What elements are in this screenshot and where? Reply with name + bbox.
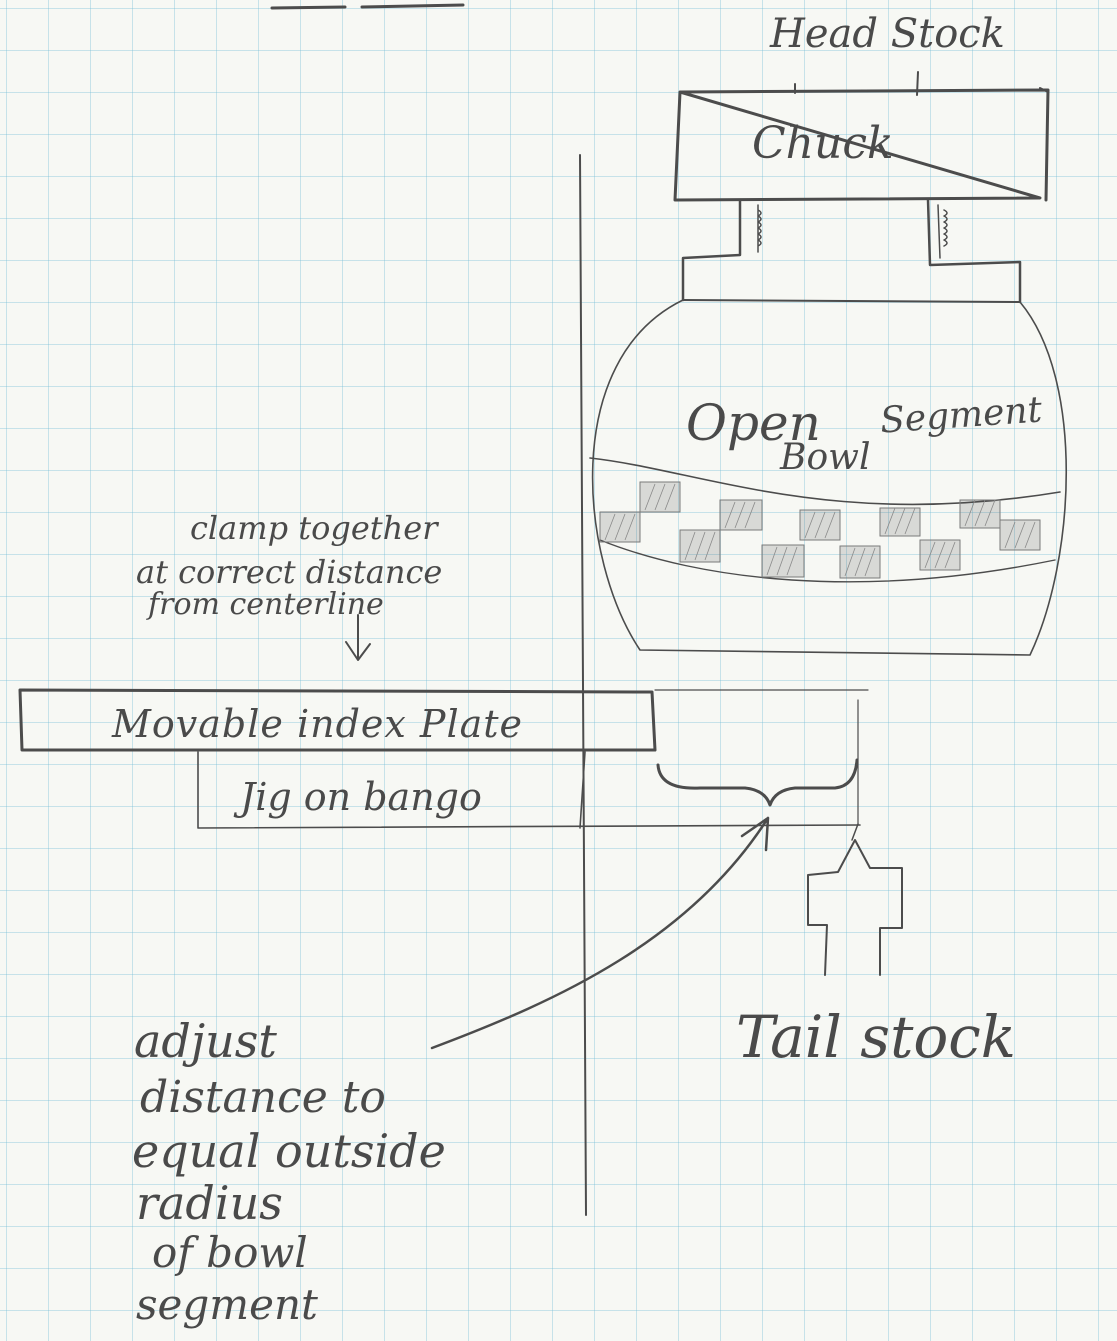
- clamp-arrow: [345, 614, 371, 661]
- distance-brace: [656, 758, 859, 807]
- title-underline-left: [270, 5, 347, 10]
- chuck-body: [673, 88, 1050, 202]
- adjust-note-line1: adjust: [134, 1014, 277, 1068]
- clamp-note-line2: at correct distance: [136, 553, 443, 591]
- centerline: [579, 154, 587, 1216]
- adjust-note-line5: of bowl: [152, 1228, 308, 1277]
- open-bowl-label-line1: Open: [686, 394, 821, 452]
- segment-checker: [599, 481, 1041, 579]
- clamp-note-line3: from centerline: [148, 587, 384, 622]
- adjust-note-line6: segment: [136, 1280, 318, 1329]
- index-plate-label: Movable index Plate: [112, 702, 524, 746]
- title-underline-right: [360, 3, 465, 9]
- head-stock-label: Head Stock: [770, 11, 1005, 57]
- jig-label: Jig on bango: [240, 775, 482, 819]
- thread-right: [937, 204, 948, 259]
- adjust-note-line4: radius: [136, 1176, 283, 1230]
- tail-stock-shape: [807, 839, 903, 976]
- adjust-note-line2: distance to: [140, 1072, 386, 1123]
- open-bowl-label-line2: Bowl: [780, 437, 871, 478]
- chuck-label: Chuck: [752, 118, 894, 169]
- tail-stock-center: [851, 823, 859, 841]
- segment-ring-bottom: [599, 539, 1056, 583]
- spindle-stem: [681, 198, 1022, 304]
- adjust-arrow: [430, 816, 770, 1050]
- jig-body: [197, 751, 861, 829]
- adjust-note-line3: equal outside: [132, 1124, 446, 1178]
- clamp-note-line1: clamp together: [190, 509, 438, 547]
- bowl-outline: [591, 299, 1068, 656]
- thread-left: [757, 204, 762, 253]
- segment-hatching: [604, 483, 1036, 577]
- tenon-base: [682, 299, 1021, 303]
- tail-stock-label: Tail stock: [736, 1003, 1016, 1071]
- index-plate: [18, 688, 657, 752]
- segment-ring-top: [589, 457, 1061, 506]
